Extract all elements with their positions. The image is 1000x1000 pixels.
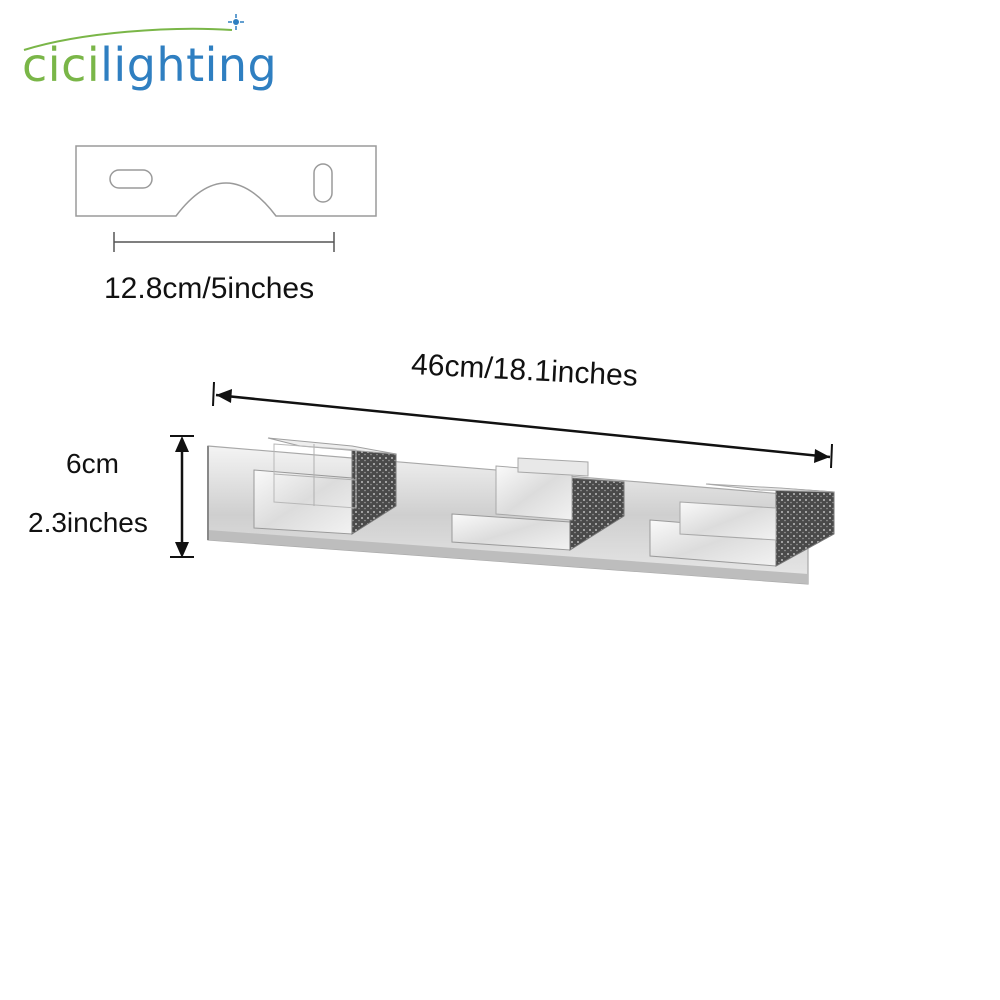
width-dimension-arrow bbox=[212, 381, 833, 469]
height-dimension-arrow bbox=[170, 435, 194, 558]
plate-slot-vertical-icon bbox=[313, 163, 333, 203]
brand-logo: cicilighting bbox=[22, 12, 322, 102]
logo-text-cici: cici bbox=[22, 38, 101, 92]
plate-slot-horizontal-icon bbox=[109, 169, 153, 189]
fixture-height-inches-label: 2.3inches bbox=[28, 507, 148, 538]
crystal-shade-left bbox=[253, 437, 397, 535]
crystal-shade-middle bbox=[451, 457, 625, 551]
logo-text-lighting: lighting bbox=[100, 38, 278, 92]
fixture-height-cm-label: 6cm bbox=[66, 448, 119, 479]
logo-wordmark: cicilighting bbox=[22, 42, 277, 88]
crystal-shade-right bbox=[649, 483, 835, 567]
plate-dimension-line bbox=[113, 232, 335, 252]
plate-dimension-label: 12.8cm/5inches bbox=[104, 272, 315, 305]
mounting-plate-icon bbox=[75, 145, 377, 217]
logo-swoosh-icon bbox=[23, 14, 244, 51]
wall-light-fixture-icon bbox=[207, 437, 835, 585]
